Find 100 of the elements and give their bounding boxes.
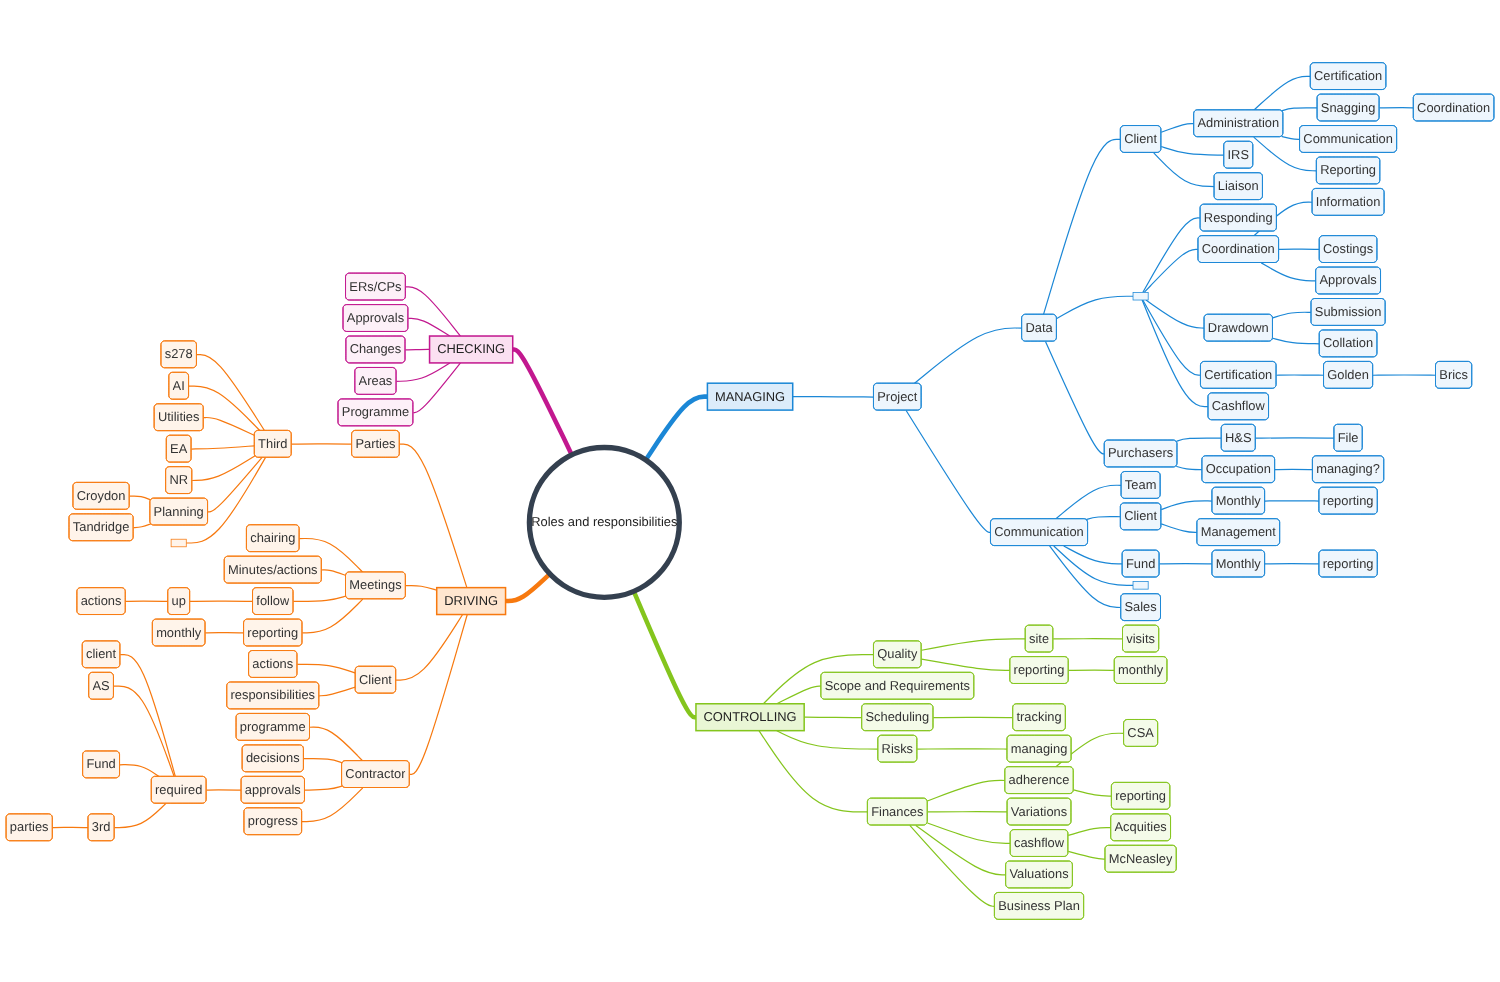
connector bbox=[296, 663, 357, 674]
connector bbox=[1160, 500, 1213, 511]
connector bbox=[395, 613, 464, 681]
connector bbox=[188, 385, 261, 432]
connector bbox=[113, 685, 175, 778]
connector bbox=[1272, 311, 1312, 319]
connector bbox=[1175, 437, 1223, 443]
connector bbox=[920, 658, 1011, 672]
connector bbox=[303, 758, 344, 764]
connector bbox=[1073, 789, 1113, 797]
connector bbox=[204, 632, 245, 634]
connector bbox=[1153, 152, 1216, 188]
connector bbox=[405, 286, 462, 337]
connector bbox=[52, 826, 89, 829]
connector bbox=[203, 416, 256, 437]
connector bbox=[113, 803, 167, 829]
connector bbox=[511, 347, 574, 456]
connector bbox=[926, 822, 1012, 844]
connector bbox=[318, 686, 357, 697]
connector bbox=[399, 443, 468, 589]
connector bbox=[1158, 563, 1213, 565]
connector bbox=[1253, 75, 1312, 111]
connector bbox=[1372, 374, 1437, 376]
connector bbox=[409, 613, 468, 776]
connector bbox=[129, 495, 152, 501]
connector bbox=[1281, 107, 1319, 112]
connector bbox=[1055, 732, 1125, 768]
connector bbox=[185, 457, 267, 544]
connector bbox=[125, 600, 169, 603]
connector bbox=[1260, 262, 1317, 282]
connector bbox=[631, 590, 697, 720]
connector bbox=[932, 716, 1014, 719]
connector bbox=[1053, 545, 1134, 586]
connector bbox=[207, 457, 263, 513]
connector bbox=[405, 585, 438, 591]
connector bbox=[758, 730, 869, 813]
node-box bbox=[1132, 581, 1149, 590]
connector bbox=[298, 537, 364, 573]
connector bbox=[1142, 217, 1202, 294]
connector bbox=[1063, 545, 1124, 565]
connector bbox=[643, 394, 708, 462]
connector bbox=[1067, 850, 1106, 860]
connector bbox=[196, 354, 266, 432]
connector bbox=[292, 595, 347, 603]
connector bbox=[119, 654, 176, 778]
connector bbox=[1264, 563, 1320, 565]
connector bbox=[1281, 135, 1301, 140]
connector bbox=[927, 811, 1009, 813]
connector bbox=[404, 348, 431, 351]
connector bbox=[1160, 523, 1198, 534]
node-box bbox=[1132, 292, 1149, 301]
connector bbox=[1272, 337, 1321, 345]
connector bbox=[1160, 122, 1195, 133]
connector bbox=[291, 443, 353, 445]
connector bbox=[395, 362, 451, 382]
connector bbox=[762, 654, 875, 705]
connector bbox=[301, 598, 364, 634]
connector bbox=[1145, 299, 1206, 329]
connector bbox=[1264, 500, 1320, 502]
connector bbox=[1056, 295, 1134, 320]
connector bbox=[304, 785, 344, 791]
connector bbox=[301, 787, 364, 823]
connector bbox=[1255, 437, 1335, 439]
connector bbox=[792, 396, 875, 398]
connector bbox=[505, 572, 552, 604]
node-box bbox=[170, 538, 187, 548]
connector bbox=[1274, 468, 1314, 471]
connector bbox=[915, 824, 1007, 876]
connector bbox=[189, 600, 254, 603]
connector bbox=[909, 824, 996, 907]
connector bbox=[191, 455, 256, 482]
connector bbox=[1052, 638, 1124, 640]
connector bbox=[412, 362, 462, 414]
connector bbox=[776, 685, 822, 705]
connector bbox=[1142, 299, 1202, 376]
connector bbox=[803, 716, 863, 719]
connector bbox=[1068, 669, 1116, 672]
connector bbox=[1378, 107, 1415, 109]
connector bbox=[1042, 138, 1122, 316]
connector bbox=[205, 789, 243, 791]
connector bbox=[1049, 545, 1122, 609]
connector bbox=[905, 409, 992, 534]
connector bbox=[1253, 136, 1318, 172]
connector bbox=[1175, 465, 1203, 471]
connector bbox=[1067, 826, 1112, 837]
connector bbox=[920, 638, 1027, 651]
connector bbox=[1085, 516, 1122, 521]
connector bbox=[1044, 340, 1106, 455]
connector bbox=[190, 445, 256, 450]
connector bbox=[1160, 145, 1225, 156]
connector bbox=[1275, 374, 1325, 376]
connector bbox=[321, 569, 347, 577]
connector bbox=[1055, 484, 1123, 520]
connector bbox=[1143, 248, 1199, 294]
connector bbox=[132, 523, 152, 529]
connector bbox=[1141, 299, 1209, 408]
connector bbox=[119, 764, 160, 778]
connector bbox=[916, 748, 1008, 750]
connector bbox=[913, 327, 1023, 385]
connector bbox=[926, 779, 1006, 802]
